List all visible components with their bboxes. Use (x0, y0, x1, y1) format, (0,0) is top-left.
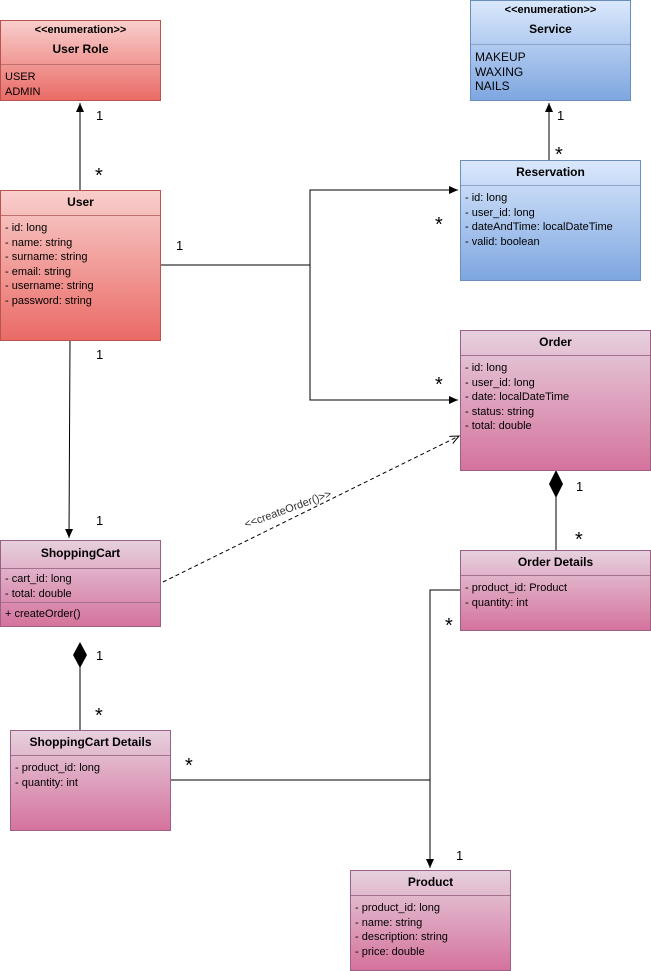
reservation-attributes: - id: long - user_id: long - dateAndTime… (465, 191, 613, 249)
attribute: - product_id: Product (465, 582, 568, 594)
user-role-divider (1, 64, 160, 65)
user-class[interactable]: User - id: long - name: string - surname… (0, 190, 161, 341)
attribute: - quantity: int (15, 776, 78, 789)
product-class[interactable]: Product - product_id: long - name: strin… (350, 870, 511, 971)
shoppingcart-operations: + createOrder() (5, 607, 81, 622)
multiplicity-cart-one: 1 (96, 513, 104, 528)
attribute: - product_id: long (355, 902, 440, 914)
attribute: - username: string (5, 280, 94, 292)
user-role-literals: USER ADMIN (5, 70, 40, 99)
order-composition-diamond-icon (549, 470, 563, 498)
multiplicity-cartdetails-many: * (95, 705, 103, 727)
attribute: - quantity: int (465, 596, 528, 609)
attribute: - total: double (5, 587, 72, 600)
multiplicity-cartdetails-product-many: * (185, 755, 193, 777)
operation: + createOrder() (5, 608, 81, 620)
user-to-reservation-association (309, 186, 458, 265)
attribute: - date: localDateTime (465, 391, 570, 403)
multiplicity-cart-composition-one: 1 (96, 648, 104, 663)
attribute: - id: long (465, 192, 508, 204)
multiplicity-reservation-many: * (435, 214, 443, 236)
shoppingcart-details-class[interactable]: ShoppingCart Details - product_id: long … (10, 730, 171, 831)
shoppingcart-details-divider (11, 755, 170, 756)
order-attributes: - id: long - user_id: long - date: local… (465, 361, 569, 434)
multiplicity-user-one-right: 1 (176, 238, 184, 253)
reservation-class[interactable]: Reservation - id: long - user_id: long -… (460, 160, 641, 281)
attribute: - cart_id: long (5, 573, 72, 585)
shoppingcart-divider (1, 568, 160, 569)
service-literals: MAKEUP WAXING NAILS (475, 50, 526, 94)
shoppingcart-class[interactable]: ShoppingCart - cart_id: long - total: do… (0, 540, 161, 627)
literal: MAKEUP (475, 50, 526, 64)
shoppingcart-details-title: ShoppingCart Details (29, 735, 152, 749)
service-enumeration[interactable]: <<enumeration>> Service MAKEUP WAXING NA… (470, 0, 631, 101)
shoppingcart-title: ShoppingCart (40, 546, 121, 560)
attribute: - product_id: long (15, 762, 100, 774)
user-role-title: User Role (52, 42, 109, 56)
order-details-class[interactable]: Order Details - product_id: Product - qu… (460, 550, 651, 631)
order-title: Order (539, 335, 572, 349)
multiplicity-order-many: * (435, 374, 443, 396)
orderdetails-to-product-line (429, 589, 460, 780)
attribute: - description: string (355, 931, 448, 943)
attribute: - name: string (355, 916, 423, 929)
attribute: - price: double (355, 945, 425, 958)
product-divider (351, 895, 510, 896)
multiplicity-orderdetails-many: * (575, 529, 583, 551)
literal: WAXING (475, 64, 524, 79)
order-divider (461, 355, 650, 356)
attribute: - id: long (5, 222, 48, 234)
attribute: - id: long (465, 362, 508, 374)
multiplicity-service-one: 1 (557, 108, 565, 123)
attribute: - user_id: long (465, 206, 535, 219)
attribute: - surname: string (5, 251, 88, 263)
order-class[interactable]: Order - id: long - user_id: long - date:… (460, 330, 651, 471)
multiplicity-reservation-many-service: * (555, 144, 563, 166)
user-role-stereotype: <<enumeration>> (34, 24, 127, 36)
user-to-order-association (309, 265, 458, 404)
user-role-enumeration[interactable]: <<enumeration>> User Role USER ADMIN (0, 20, 161, 101)
product-attributes: - product_id: long - name: string - desc… (355, 901, 448, 959)
multiplicity-order-one: 1 (576, 479, 584, 494)
attribute: - total: double (465, 420, 532, 432)
reservation-divider (461, 185, 640, 186)
user-title: User (67, 195, 94, 209)
createorder-dependency (162, 436, 459, 583)
order-details-title: Order Details (517, 555, 594, 569)
service-divider (471, 44, 630, 45)
attribute: - dateAndTime: localDateTime (465, 221, 613, 233)
shoppingcart-attributes: - cart_id: long - total: double (5, 572, 72, 601)
multiplicity-user-one-bottom: 1 (96, 347, 104, 362)
order-details-attributes: - product_id: Product - quantity: int (465, 581, 567, 610)
literal: ADMIN (5, 85, 41, 98)
dependency-label: <<createOrder()>> (243, 488, 333, 531)
user-attributes: - id: long - name: string - surname: str… (5, 221, 94, 308)
order-details-divider (461, 575, 650, 576)
multiplicity-product-one: 1 (456, 848, 464, 863)
cart-composition-diamond-icon (73, 642, 87, 668)
shoppingcart-operations-divider (1, 602, 160, 603)
user-to-shoppingcart-association (65, 339, 74, 539)
multiplicity-user-many-userrole: * (95, 165, 103, 187)
multiplicity-orderdetails-product-many: * (445, 615, 453, 637)
product-title: Product (407, 875, 454, 889)
attribute: - email: string (5, 265, 72, 278)
attribute: - password: string (5, 294, 92, 307)
attribute: - valid: boolean (465, 235, 540, 248)
shoppingcart-details-attributes: - product_id: long - quantity: int (15, 761, 100, 790)
reservation-title: Reservation (516, 165, 585, 179)
literal: NAILS (475, 79, 510, 93)
multiplicity-userrole-one: 1 (96, 108, 104, 123)
attribute: - status: string (465, 405, 535, 418)
user-divider (1, 215, 160, 216)
attribute: - name: string (5, 236, 73, 249)
attribute: - user_id: long (465, 376, 535, 389)
literal: USER (5, 71, 36, 83)
service-title: Service (529, 22, 572, 36)
service-stereotype: <<enumeration>> (504, 4, 597, 16)
